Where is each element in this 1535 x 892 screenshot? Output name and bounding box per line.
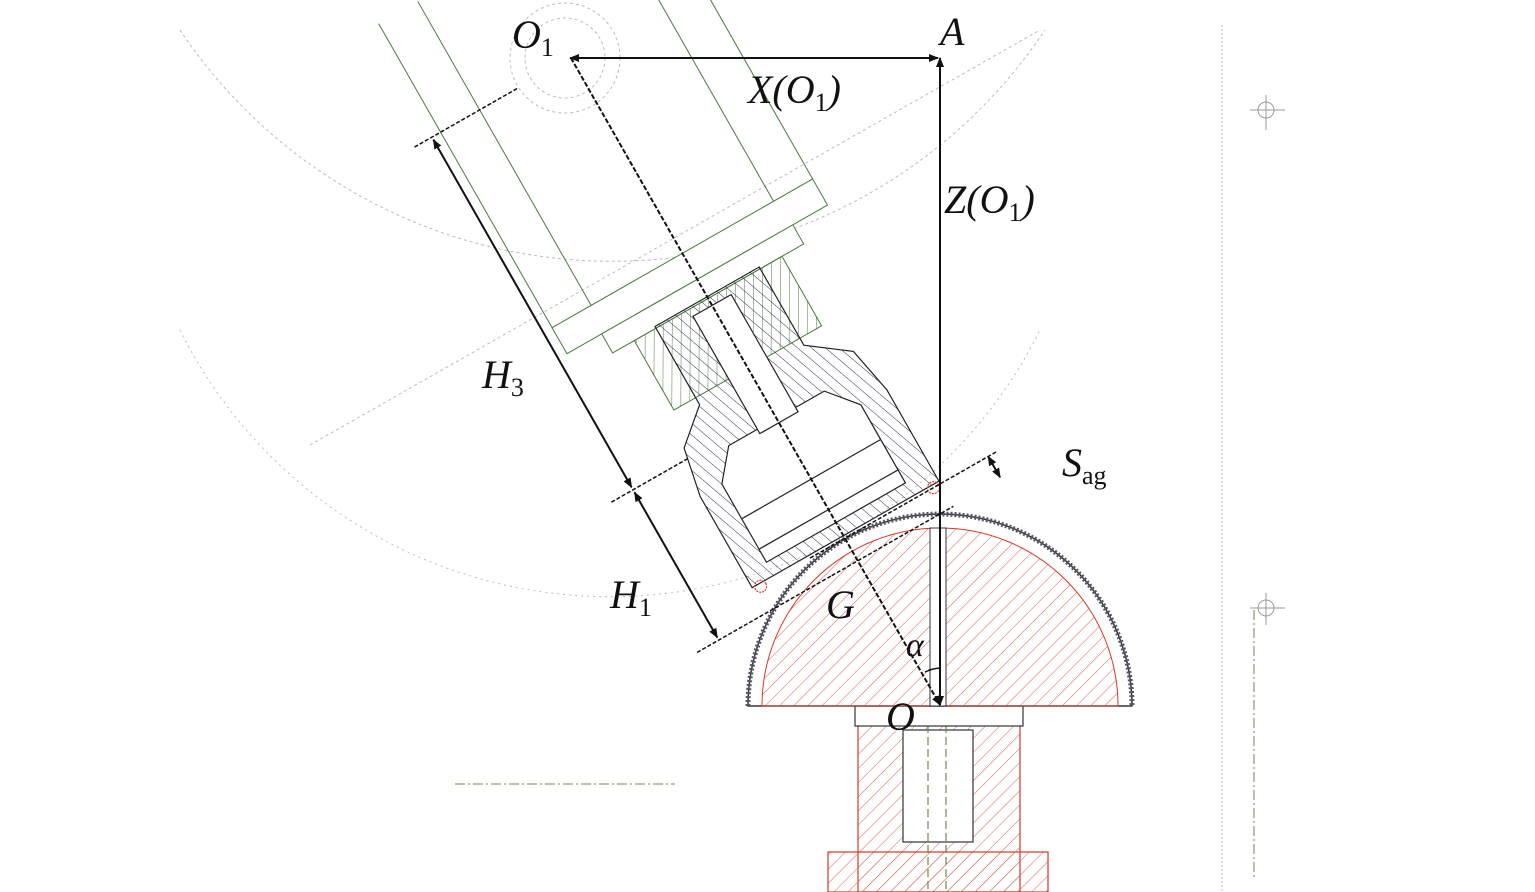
alpha-arc — [924, 667, 941, 673]
tool-assembly — [378, 0, 1001, 706]
crosshair-icon — [1250, 95, 1285, 625]
label-a: A — [937, 9, 965, 54]
base-section — [827, 705, 1049, 892]
h1-dimension — [633, 491, 719, 639]
label-o: O — [886, 694, 915, 739]
label-g: G — [826, 582, 855, 627]
tool-axis — [570, 57, 941, 706]
label-h1: H1 — [609, 572, 652, 622]
label-o1: O1 — [512, 12, 554, 62]
sag-dimension — [987, 455, 1001, 479]
label-alpha: α — [906, 627, 925, 664]
h3-dimension — [432, 138, 633, 489]
label-z-o1: Z(O1) — [944, 177, 1035, 227]
label-sag: Sag — [1062, 440, 1107, 490]
label-x-o1: X(O1) — [746, 67, 841, 117]
label-h3: H3 — [481, 352, 524, 402]
